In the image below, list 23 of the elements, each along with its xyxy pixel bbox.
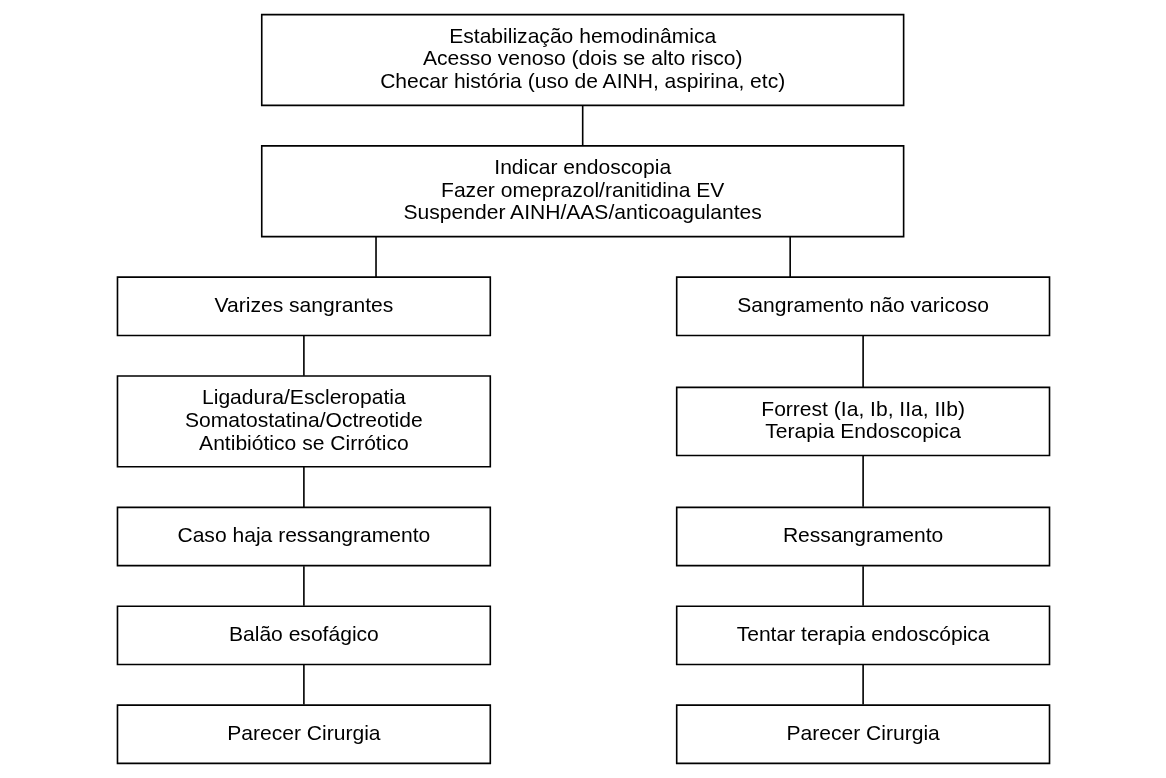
node-box: Tentar terapia endoscópica: [675, 605, 1050, 666]
connector: [861, 565, 864, 607]
connector: [302, 565, 305, 607]
node-box: Indicar endoscopia Fazer omeprazol/ranitidina EV Suspender AINH/AAS/anticoagulantes: [260, 145, 904, 238]
connector: [374, 235, 377, 278]
connector: [581, 105, 583, 147]
node-box: Sangramento não varicoso: [675, 276, 1050, 337]
node-box: Forrest (Ia, Ib, IIa, IIb) Terapia Endoscopica: [675, 386, 1050, 457]
node-box: Ressangramento: [675, 506, 1050, 567]
node-box: Estabilização hemodinâmica Acesso venoso (dois se alto risco) Checar história (uso de AINH, aspirina, etc): [260, 13, 904, 107]
connector: [861, 335, 864, 388]
node-box: Balão esofágico: [116, 605, 491, 666]
connector: [861, 664, 864, 706]
node-box: Caso haja ressangramento: [116, 506, 491, 567]
connector: [861, 455, 864, 508]
connector: [302, 335, 305, 377]
connector: [788, 235, 791, 278]
connector: [302, 466, 305, 508]
node-box: Varizes sangrantes: [116, 276, 491, 337]
node-box: Parecer Cirurgia: [116, 704, 491, 765]
node-box: Ligadura/Escleropatia Somatostatina/Octreotide Antibiótico se Cirrótico: [116, 375, 491, 468]
node-box: Parecer Cirurgia: [675, 704, 1050, 765]
connector: [302, 664, 305, 706]
